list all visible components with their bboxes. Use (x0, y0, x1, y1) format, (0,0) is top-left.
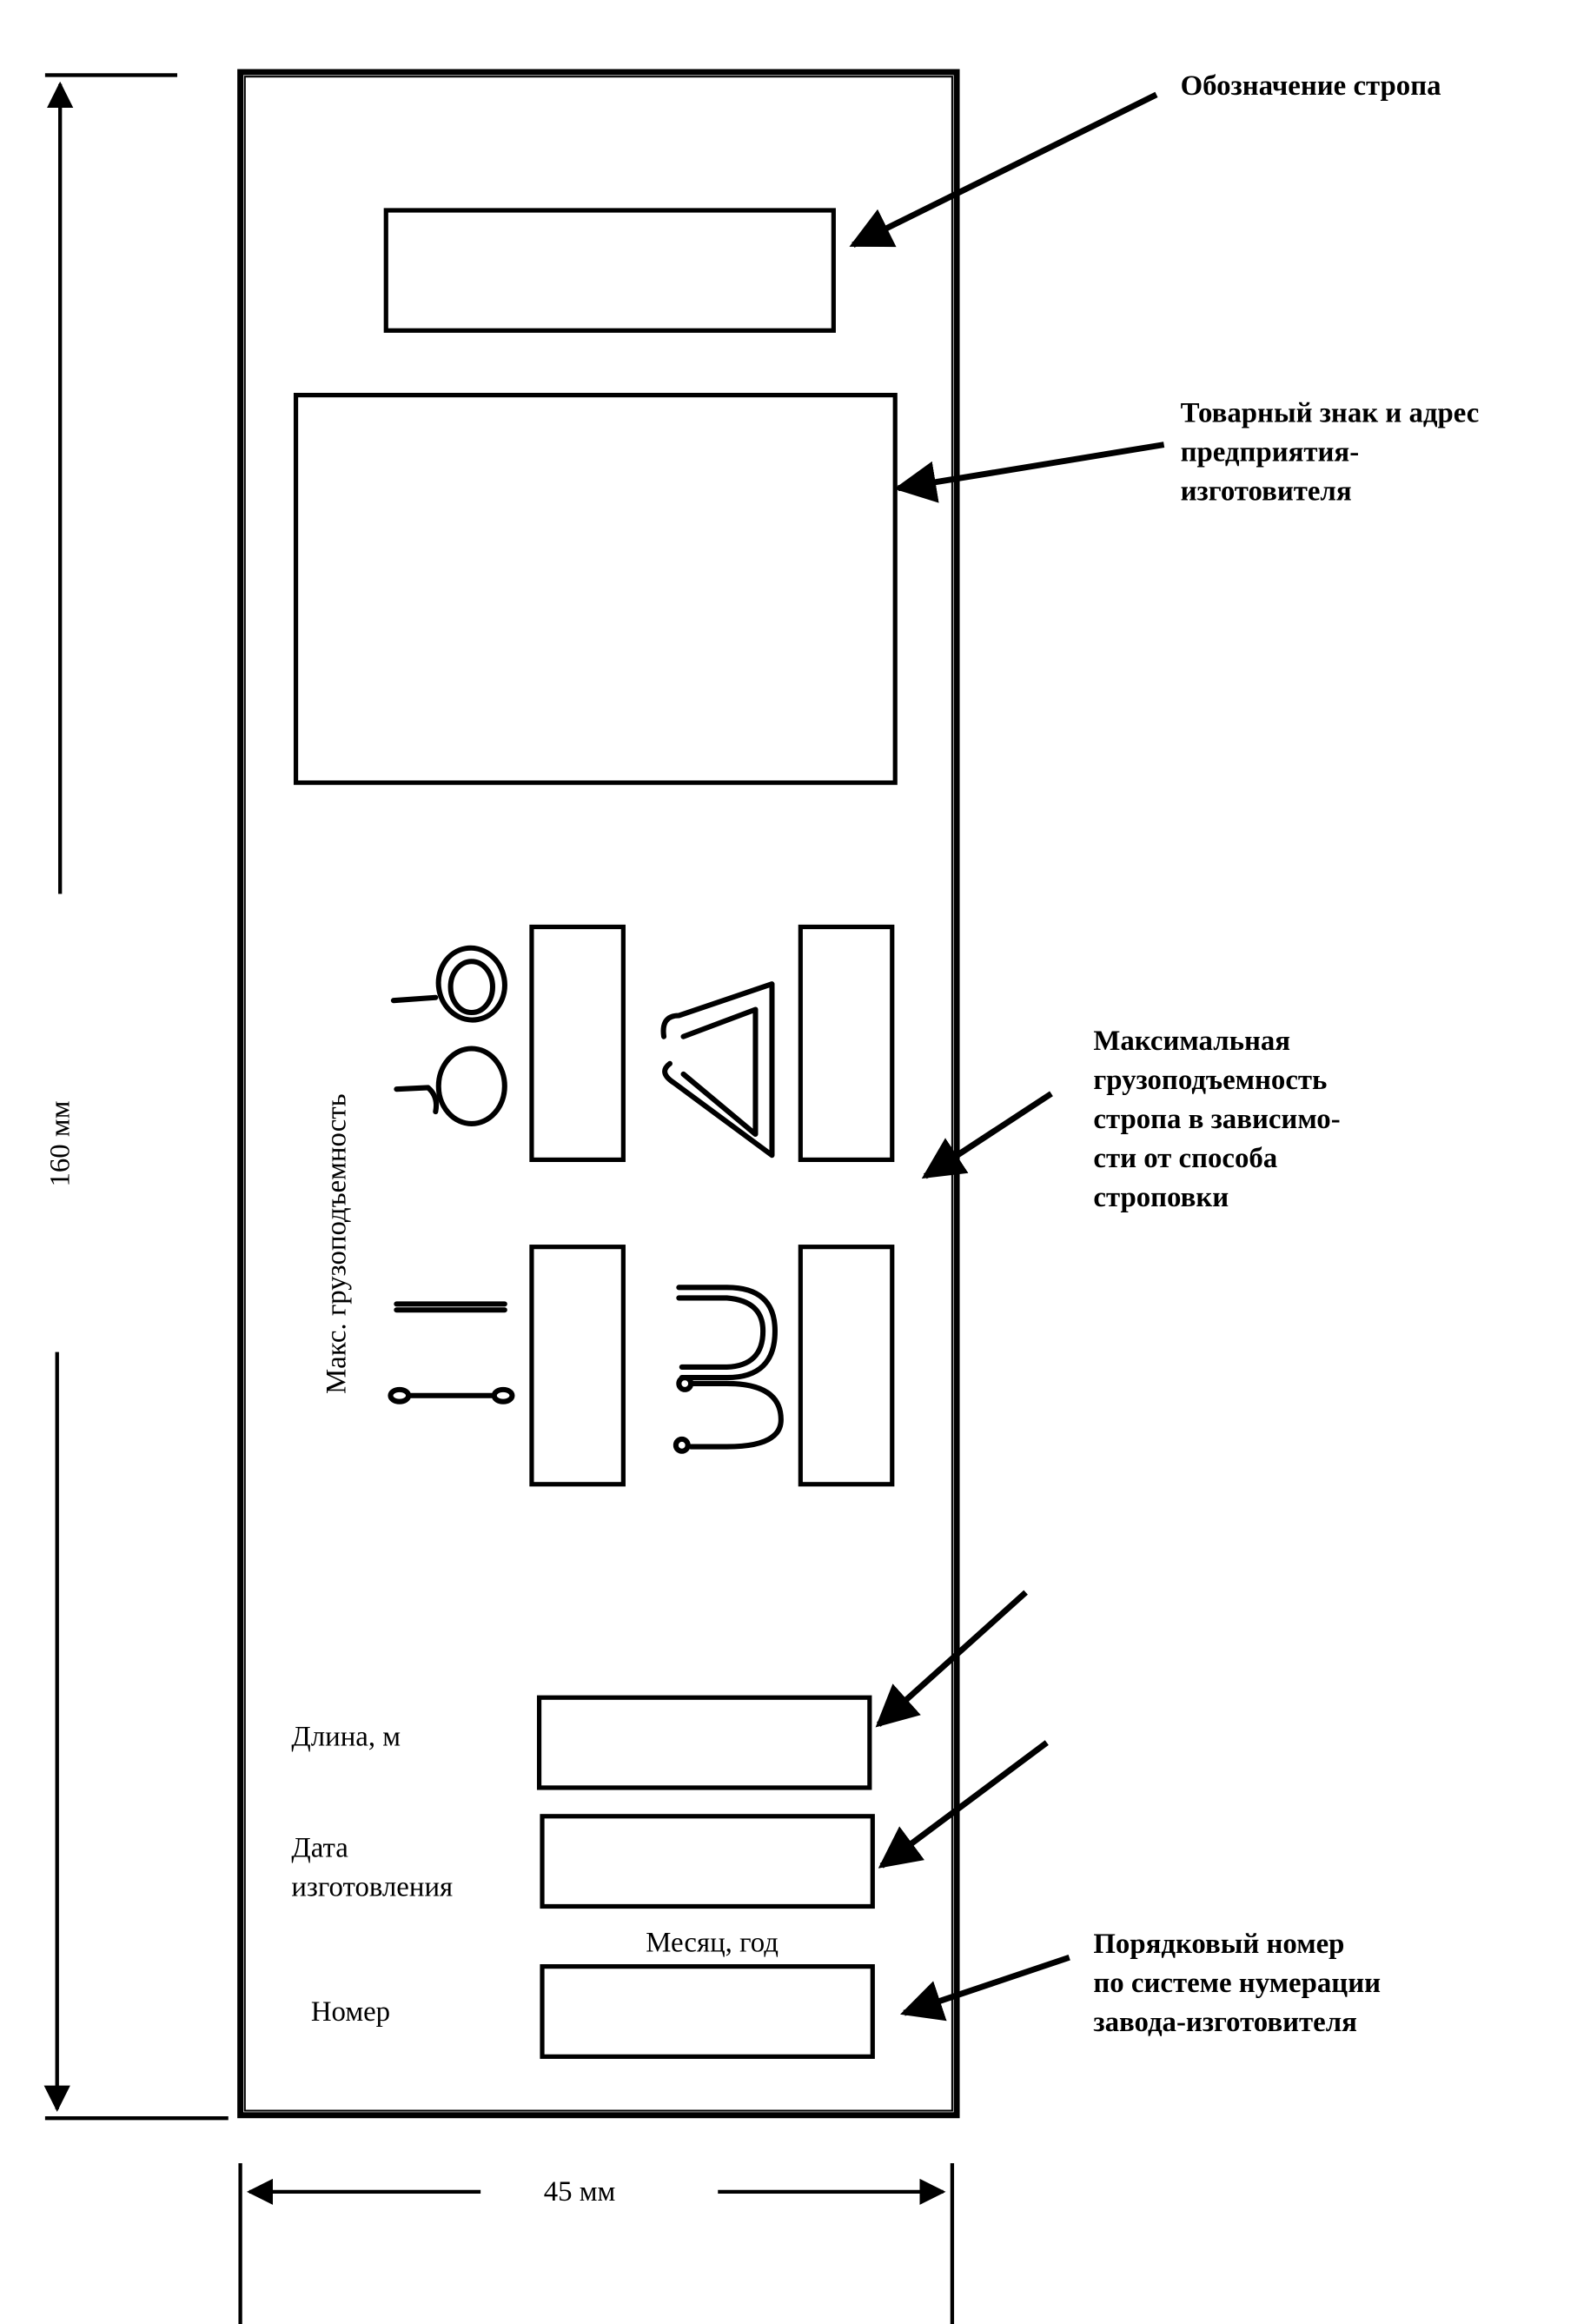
width-dim-label: 45 мм (544, 2176, 616, 2208)
callout-serial-line3: завода-изготовителя (1093, 2007, 1357, 2038)
date-hint: Месяц, год (646, 1927, 779, 1958)
callout-serial-line2: по системе нумерации (1093, 1968, 1381, 1999)
capacity-box-straight (529, 1245, 626, 1487)
straight-vertical-hitch-icon (388, 1301, 515, 1404)
length-label: Длина, м (291, 1722, 401, 1753)
trademark-arrow (893, 442, 1165, 503)
length-box (536, 1695, 872, 1790)
date-box (540, 1814, 875, 1909)
tag-outline-inner (243, 76, 953, 2112)
basket-triangle-hitch-icon (660, 981, 775, 1159)
callout-capacity-line2: грузоподъемность (1093, 1065, 1327, 1096)
choke-hitch-icon (390, 945, 507, 1126)
tag-outline (237, 69, 960, 2119)
capacity-box-choke (529, 924, 626, 1162)
capacity-box-basket-triangle (798, 924, 895, 1162)
callout-trademark-line1: Товарный знак и адрес (1181, 398, 1480, 429)
callout-capacity-line1: Максимальная (1093, 1026, 1290, 1057)
serial-arrow (900, 1954, 1070, 2022)
callout-capacity-line4: сти от способа (1093, 1143, 1277, 1174)
designation-arrow (849, 91, 1158, 248)
capacity-box-u-basket (798, 1245, 895, 1487)
date-label-line1: Дата (291, 1832, 348, 1863)
number-label: Номер (311, 1996, 390, 2028)
date-arrow (878, 1740, 1049, 1869)
trademark-box (293, 393, 898, 786)
capacity-arrow (921, 1091, 1053, 1179)
capacity-label: Макс. грузоподъемность (321, 1093, 353, 1394)
designation-box (383, 208, 836, 333)
callout-trademark-line2: предприятия- (1181, 437, 1360, 468)
callout-capacity-line5: строповки (1093, 1182, 1229, 1213)
callout-capacity-line3: стропа в зависимо- (1093, 1104, 1340, 1135)
height-dim-label: 160 мм (45, 1101, 76, 1187)
number-box (540, 1964, 875, 2059)
callout-trademark-line3: изготовителя (1181, 476, 1352, 508)
callout-designation: Обозначение стропа (1181, 70, 1441, 102)
u-basket-hitch-icon (673, 1285, 784, 1454)
date-label-line2: изготовления (291, 1871, 453, 1902)
length-arrow (875, 1590, 1028, 1728)
callout-serial-line1: Порядковый номер (1093, 1929, 1344, 1960)
